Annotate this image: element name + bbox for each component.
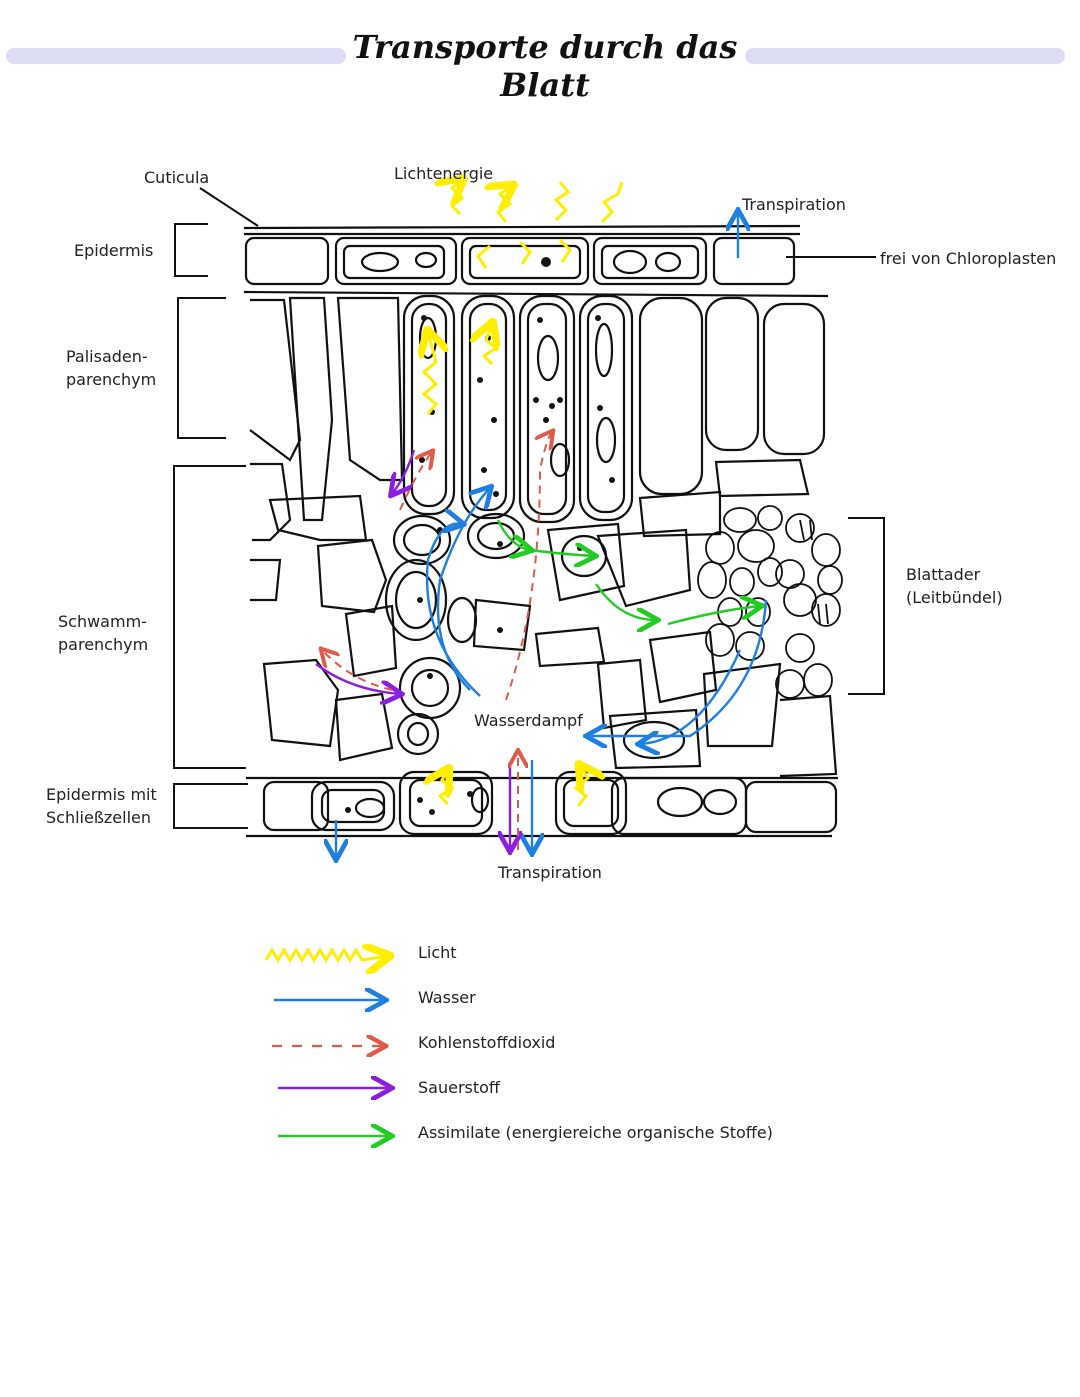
page-title: Transporte durch das Blatt <box>352 28 738 104</box>
spongy-layer <box>250 458 838 778</box>
legend-label-kohlenstoffdioxid: Kohlenstoffdioxid <box>418 1033 556 1052</box>
legend-label-wasser: Wasser <box>418 988 476 1007</box>
legend-label-sauerstoff: Sauerstoff <box>418 1078 500 1097</box>
label-palisaden: Palisaden- parenchym <box>66 347 157 389</box>
legend-label-assimilate: Assimilate (energiereiche organische Sto… <box>418 1123 773 1142</box>
light-arrows <box>424 180 624 807</box>
label-blattader: Blattader (Leitbündel) <box>906 565 1003 607</box>
title-bar-left <box>6 48 346 64</box>
layer-brackets <box>173 223 885 829</box>
water-arrows <box>336 212 768 858</box>
legend-label-licht: Licht <box>418 943 457 962</box>
label-schwamm: Schwamm- parenchym <box>58 612 149 654</box>
co2-arrows <box>322 432 552 850</box>
label-transpiration-top: Transpiration <box>742 195 846 214</box>
label-epidermis: Epidermis <box>74 241 154 260</box>
label-cuticula: Cuticula <box>144 168 210 187</box>
legend-light-marker <box>264 950 388 960</box>
assimilate-arrows <box>496 519 760 624</box>
label-frei-von-chloroplasten: frei von Chloroplasten <box>880 249 1057 268</box>
label-lichtenergie: Lichtenergie <box>394 164 494 183</box>
label-epidermis-schliesszellen: Epidermis mit Schließzellen <box>46 785 157 827</box>
palisade-layer <box>249 294 826 524</box>
label-wasserdampf: Wasserdampf <box>474 711 583 730</box>
title-bar-right <box>745 48 1065 64</box>
legend-markers <box>264 950 390 1136</box>
oxygen-arrows <box>315 449 510 850</box>
upper-epidermis <box>243 224 829 298</box>
label-transpiration-bottom: Transpiration <box>498 863 602 882</box>
pointer-lines <box>199 187 876 258</box>
